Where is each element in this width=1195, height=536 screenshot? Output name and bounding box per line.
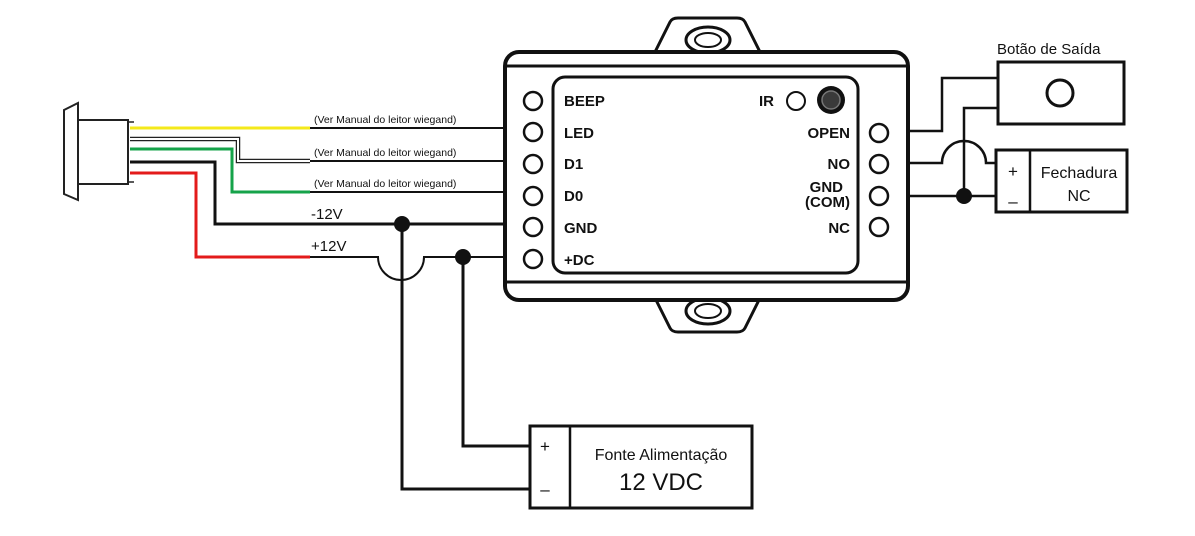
terminal-gnd-com [868, 185, 890, 207]
power-title: Fonte Alimentação [595, 447, 728, 464]
terminal-gnd [522, 216, 544, 238]
terminal-d0 [522, 185, 544, 207]
label-plus-12v: +12V [311, 238, 346, 255]
power-supply-box [528, 424, 754, 510]
power-plus: + [540, 437, 550, 456]
terminal-nc [868, 216, 890, 238]
label-gnd: GND [564, 220, 598, 237]
power-lines [394, 216, 530, 491]
access-controller [503, 16, 910, 334]
lock-type: NC [1067, 188, 1090, 205]
lock-box [994, 148, 1129, 214]
wire-note-d1: (Ver Manual do leitor wiegand) [314, 147, 456, 159]
label-minus-12v: -12V [311, 206, 343, 223]
label-nc: NC [828, 220, 850, 237]
terminal-led [522, 121, 544, 143]
left-terminals [522, 90, 544, 270]
label-led: LED [564, 125, 594, 142]
ir-sensor-icon [786, 91, 806, 111]
label-beep: BEEP [564, 93, 605, 110]
green-wire [130, 147, 310, 194]
label-gnd-com-1: GND [810, 179, 844, 196]
power-minus: – [540, 480, 550, 499]
label-dc: +DC [564, 252, 595, 269]
reader-wires [130, 126, 505, 281]
push-button-icon [1045, 78, 1075, 108]
label-ir: IR [759, 93, 774, 110]
lock-minus: – [1008, 192, 1018, 211]
label-gnd-com-2: (COM) [805, 194, 850, 211]
wiegand-reader [63, 101, 134, 202]
power-voltage: 12 VDC [619, 469, 703, 496]
terminal-dc [522, 248, 544, 270]
lock-title: Fechadura [1041, 165, 1118, 182]
label-d1: D1 [564, 156, 583, 173]
red-wire [130, 171, 310, 259]
terminal-d1 [522, 153, 544, 175]
exit-button-title: Botão de Saída [997, 41, 1101, 58]
wire-note-d0: (Ver Manual do leitor wiegand) [314, 178, 456, 190]
lock-plus: + [1008, 162, 1018, 181]
wire-note-led: (Ver Manual do leitor wiegand) [314, 114, 456, 126]
terminal-open [868, 122, 890, 144]
right-terminals [868, 122, 890, 238]
label-open: OPEN [807, 125, 850, 142]
output-wires [908, 76, 998, 204]
label-d0: D0 [564, 188, 583, 205]
black-wire [130, 160, 505, 226]
terminal-no [868, 153, 890, 175]
terminal-beep [522, 90, 544, 112]
label-no: NO [828, 156, 851, 173]
